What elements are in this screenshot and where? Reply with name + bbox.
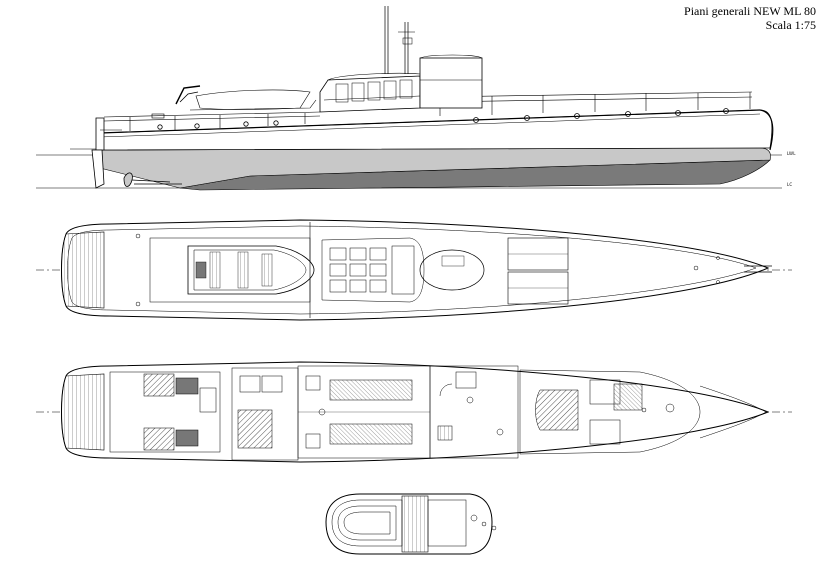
lwl-label: LWL bbox=[787, 151, 796, 156]
lower-deck-plan bbox=[36, 361, 792, 463]
galley-corridor bbox=[297, 365, 431, 459]
engine-room bbox=[231, 367, 299, 461]
title-block: Piani generali NEW ML 80 Scala 1:75 bbox=[684, 4, 816, 32]
lc-label: LC bbox=[787, 182, 793, 187]
side-profile bbox=[36, 6, 782, 191]
owner-cabin bbox=[519, 369, 701, 455]
deck-plan bbox=[36, 219, 792, 321]
drawing-scale: Scala 1:75 bbox=[765, 18, 816, 32]
mast bbox=[384, 6, 415, 74]
stem bbox=[759, 109, 774, 151]
tender-top bbox=[187, 245, 315, 295]
foredeck-hatches bbox=[507, 237, 569, 305]
deckhouse bbox=[319, 54, 483, 113]
propeller-rudder bbox=[91, 149, 182, 189]
forward-cabins bbox=[429, 365, 519, 459]
saloon-roof bbox=[321, 237, 425, 303]
portholes bbox=[157, 108, 729, 130]
swim-platform bbox=[61, 231, 105, 309]
drawing-title: Piani generali NEW ML 80 bbox=[684, 4, 816, 18]
wheelhouse-dome bbox=[419, 249, 485, 291]
bow-fittings bbox=[135, 233, 772, 307]
deck-hull-outline bbox=[61, 219, 770, 321]
wheelhouse-top-plan bbox=[325, 493, 497, 555]
guard-rail bbox=[103, 91, 753, 131]
aft-cabin bbox=[109, 371, 221, 453]
tender bbox=[151, 85, 317, 119]
